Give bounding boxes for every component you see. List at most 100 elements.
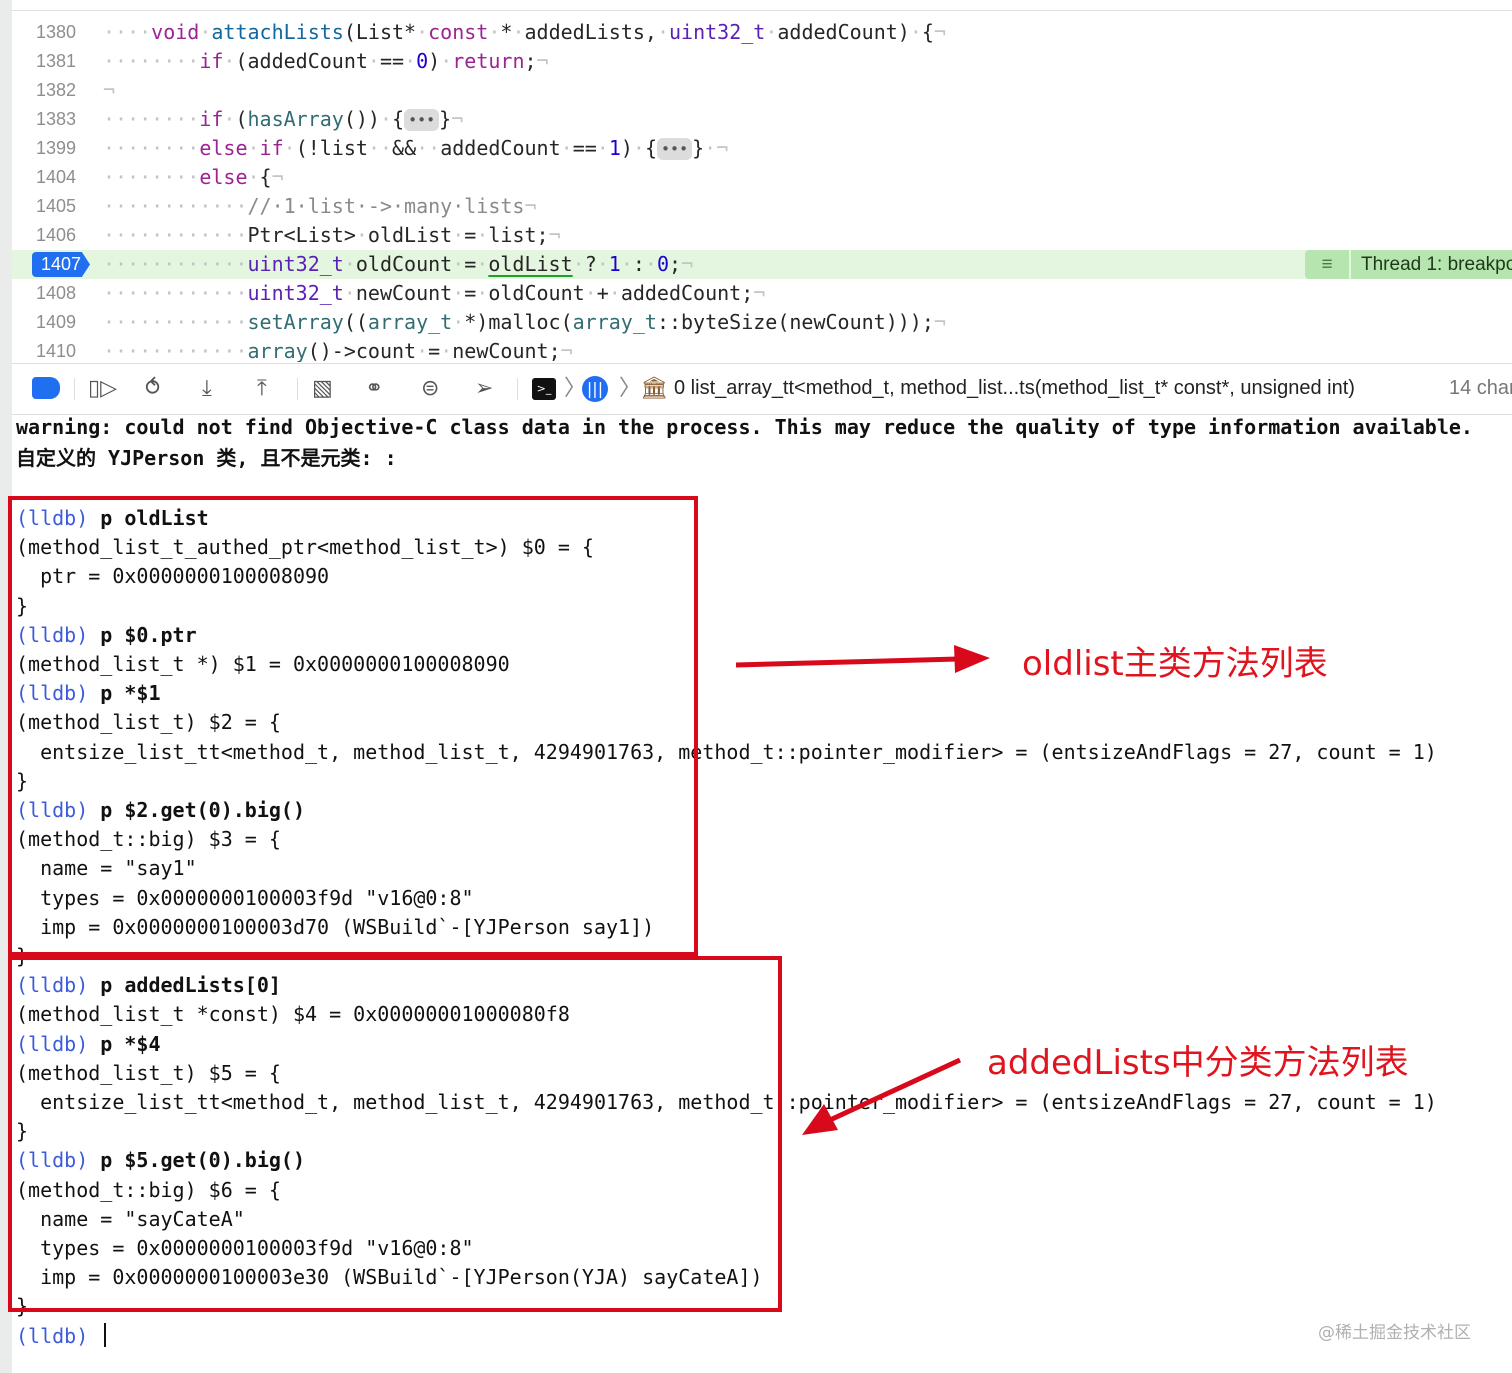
code-line[interactable]: 1406 ············Ptr<List>·oldList·=·list…: [12, 221, 1512, 250]
terminal-icon[interactable]: >_: [532, 378, 556, 400]
lldb-command: p *$4: [100, 1031, 161, 1056]
console-output-line: }: [16, 768, 29, 793]
code-token: ()->count: [307, 339, 417, 362]
code-token: setArray: [247, 310, 344, 334]
code-token: addedLists,: [524, 20, 657, 44]
code-token: ¬: [536, 49, 549, 73]
code-token: =: [464, 252, 477, 276]
code-text: ············Ptr<List>·oldList·=·list;¬: [103, 221, 561, 250]
code-token: ·: [476, 281, 489, 305]
lldb-command: p $5.get(0).big(): [100, 1148, 305, 1173]
line-number[interactable]: 1406: [35, 225, 76, 245]
lldb-command: p $2.get(0).big(): [100, 798, 305, 822]
code-token: ·: [560, 136, 573, 160]
arrow-left: [828, 1057, 962, 1123]
folded-code-button[interactable]: •••: [404, 109, 440, 131]
breakpoint-label: Thread 1: breakpoint: [1351, 250, 1512, 279]
code-token: ·: [379, 107, 393, 131]
annotation-oldlist: oldlist主类方法列表: [1022, 644, 1328, 684]
menu-icon[interactable]: ≡: [1305, 250, 1349, 279]
line-number[interactable]: 1404: [35, 167, 76, 187]
continue-icon[interactable]: ▯▷: [88, 376, 118, 401]
code-token: ········: [103, 49, 200, 73]
line-number[interactable]: 1381: [35, 51, 76, 71]
console-command-line: (lldb) p $0.ptr: [16, 621, 197, 650]
code-text: ········if·(hasArray())·{•••}¬: [103, 105, 463, 134]
breakpoints-toggle-icon[interactable]: [32, 377, 60, 399]
lldb-console[interactable]: warning: could not find Objective-C clas…: [0, 413, 1512, 1373]
stack-frame-icon[interactable]: 🏛: [640, 376, 668, 401]
code-token: =: [464, 281, 477, 305]
code-token: *)malloc(: [464, 310, 573, 334]
line-number[interactable]: 1409: [35, 312, 76, 332]
lldb-prompt: (lldb): [16, 973, 89, 998]
console-command-line: (lldb): [16, 1322, 107, 1351]
console-output-line: name = "say1": [16, 856, 197, 881]
line-number[interactable]: 1382: [35, 80, 76, 100]
code-token: addedCount;: [620, 281, 754, 305]
line-number[interactable]: 1405: [35, 196, 76, 216]
code-line[interactable]: 1404········else·{¬: [12, 163, 1512, 192]
code-line[interactable]: 1399········else·if·(!list··&&··addedCou…: [12, 134, 1512, 163]
code-token: attachLists: [211, 20, 344, 44]
line-number[interactable]: 1408: [35, 283, 76, 303]
code-token: ·: [608, 281, 621, 305]
code-line[interactable]: 1383········if·(hasArray())·{•••}¬: [12, 105, 1512, 134]
code-line[interactable]: 1408············uint32_t·newCount·=·oldC…: [12, 279, 1512, 308]
memory-graph-icon[interactable]: ⚭: [365, 376, 384, 401]
code-line[interactable]: 1405············//·1·list·->·many·lists¬: [12, 192, 1512, 221]
code-token: ·: [476, 223, 489, 247]
step-over-icon[interactable]: ⥀: [145, 376, 161, 401]
code-token: newCount;: [452, 339, 561, 362]
stack-frame-label[interactable]: 0 list_array_tt<method_t, method_list...…: [674, 377, 1355, 399]
console-note: 自定义的 YJPerson 类, 且不是元类: :: [16, 446, 397, 470]
environment-overrides-icon[interactable]: ⊜: [421, 376, 440, 401]
code-line-current[interactable]: 1407············uint32_t·oldCount·=·oldL…: [12, 250, 1512, 279]
code-token: 0: [416, 49, 429, 73]
line-number[interactable]: 1399: [35, 138, 76, 158]
code-line[interactable]: 1381········if·(addedCount·==·0)·return;…: [12, 47, 1512, 76]
step-out-icon[interactable]: ⤒: [257, 376, 267, 401]
code-line[interactable]: 1409············setArray((array_t·*)mall…: [12, 308, 1512, 337]
code-line[interactable]: 1380····void·attachLists(List*·const·*·a…: [12, 18, 1512, 47]
console-command-line: (lldb) p *$4: [16, 1030, 161, 1059]
code-line[interactable]: 1410············array()->count·=·newCoun…: [12, 337, 1512, 362]
lldb-command: p *$1: [100, 681, 161, 706]
code-token: ············: [103, 310, 248, 334]
source-editor[interactable]: 1380····void·attachLists(List*·const·*·a…: [12, 12, 1512, 362]
code-token: ¬: [753, 281, 766, 305]
code-token: ············: [103, 194, 248, 218]
code-token: ··: [416, 136, 441, 160]
view-hierarchy-icon[interactable]: ▧: [312, 376, 333, 401]
breakpoint-line-number[interactable]: 1407: [32, 252, 90, 277]
code-token: ·: [596, 252, 609, 276]
line-number[interactable]: 1410: [35, 341, 76, 361]
line-number[interactable]: 1383: [35, 109, 76, 129]
thread-icon[interactable]: |||: [582, 376, 608, 402]
code-token: (: [235, 107, 248, 131]
debug-toolbar: ▯▷ ⥀ ⤓ ⤒ ▧ ⚭ ⊜ ➢ >_ 〉 ||| 〉 🏛 0 list_arr…: [12, 363, 1512, 415]
lldb-prompt: (lldb): [16, 681, 89, 706]
step-into-icon[interactable]: ⤓: [202, 376, 212, 401]
code-token: ·: [476, 252, 489, 276]
breadcrumb-chevron-icon: 〉: [564, 376, 587, 401]
code-token: ·: [512, 20, 525, 44]
text-cursor[interactable]: [104, 1322, 107, 1347]
console-output-line: imp = 0x0000000100003e30 (WSBuild`-[YJPe…: [16, 1265, 763, 1290]
code-token: ::byteSize(newCount)));: [656, 310, 934, 334]
console-output-line: ptr = 0x0000000100008090: [16, 564, 330, 589]
location-icon[interactable]: ➢: [475, 376, 494, 401]
code-token: ········: [103, 107, 200, 131]
code-line[interactable]: 1382¬: [12, 76, 1512, 105]
console-warning: warning: could not find Objective-C clas…: [16, 415, 1473, 439]
breakpoint-annotation[interactable]: ≡Thread 1: breakpoint: [1305, 250, 1512, 279]
line-number[interactable]: 1380: [35, 22, 76, 42]
folded-code-button[interactable]: •••: [657, 138, 693, 160]
code-token: (!list: [295, 136, 368, 160]
console-output-line: types = 0x0000000100003f9d "v16@0:8": [16, 885, 474, 910]
console-output-line: (method_list_t *) $1 = 0x000000010000809…: [16, 652, 510, 676]
code-token: ¬: [271, 165, 284, 189]
code-token: if: [199, 107, 224, 131]
console-output-line: types = 0x0000000100003f9d "v16@0:8": [16, 1236, 474, 1260]
